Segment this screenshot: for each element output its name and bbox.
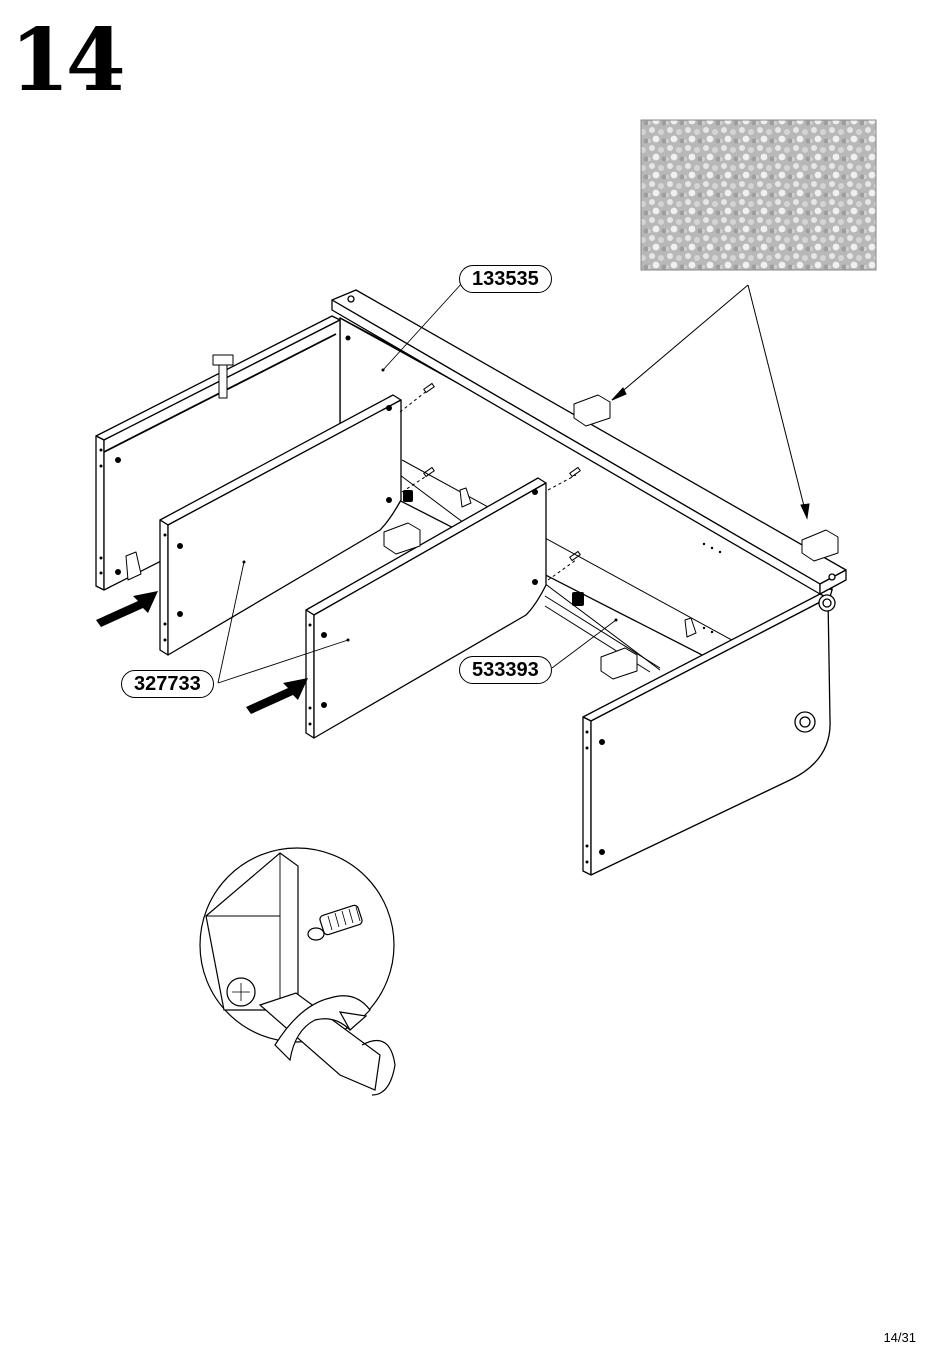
furniture-frame — [96, 290, 846, 875]
foam-padding-image — [641, 120, 876, 270]
part-label-533393: 533393 — [459, 656, 552, 684]
part-label-327733: 327733 — [121, 670, 214, 698]
part-label-133535: 133535 — [459, 265, 552, 293]
page-number: 14/31 — [883, 1330, 916, 1345]
detail-inset — [200, 848, 395, 1095]
